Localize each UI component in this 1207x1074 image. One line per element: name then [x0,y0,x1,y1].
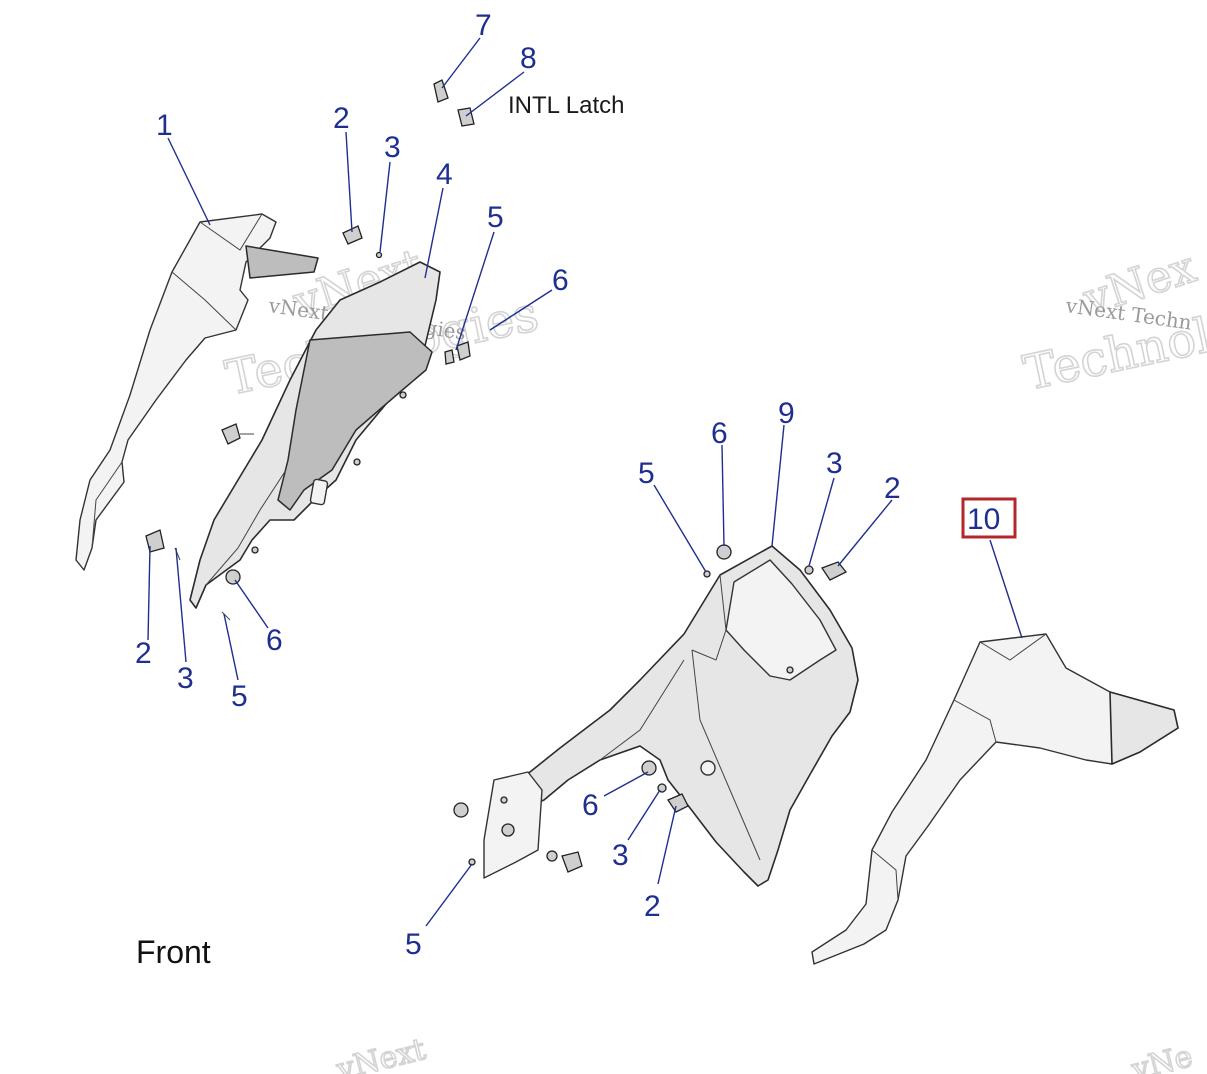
callout-6: 6 [552,264,569,297]
front-label: Front [136,934,211,970]
bracket-lower [483,771,543,879]
callout-5: 5 [405,928,422,961]
callout-2: 2 [644,890,661,923]
watermark-bottom: vNext vNe [332,1031,1197,1074]
callout-4: 4 [436,158,453,191]
callout-2: 2 [135,637,152,670]
callout-6: 6 [582,789,599,822]
callout-2: 2 [333,102,350,135]
callout-5: 5 [638,457,655,490]
leader-lines [147,37,1023,927]
part-1-side-panel [75,213,319,571]
callout-2: 2 [884,472,901,505]
callout-10: 10 [967,503,1000,536]
part-4-inner-panel [189,261,441,609]
watermark-right: vNex Technol vNext Techn [1018,241,1207,403]
callout-3: 3 [826,447,843,480]
part-10-fender [811,633,1179,965]
part-9-center-shroud [519,545,859,887]
callouts: 7 8 1 2 3 4 5 6 2 3 6 5 6 9 5 3 2 10 6 3… [135,9,1017,961]
callout-3: 3 [177,662,194,695]
intl-latch-note: INTL Latch [508,92,625,119]
callout-1: 1 [156,109,173,142]
callout-9: 9 [778,397,795,430]
right-hardware [453,544,848,873]
callout-6: 6 [266,624,283,657]
callout-5: 5 [231,680,248,713]
callout-10-highlight-box [961,497,1017,539]
callout-3: 3 [384,131,401,164]
callout-8: 8 [520,42,537,75]
callout-7: 7 [475,9,492,42]
callout-6: 6 [711,417,728,450]
watermark-bottom-right: vNe [1127,1039,1196,1074]
callout-5: 5 [487,201,504,234]
watermark-bottom-left: vNext [332,1032,429,1074]
callout-3: 3 [612,839,629,872]
